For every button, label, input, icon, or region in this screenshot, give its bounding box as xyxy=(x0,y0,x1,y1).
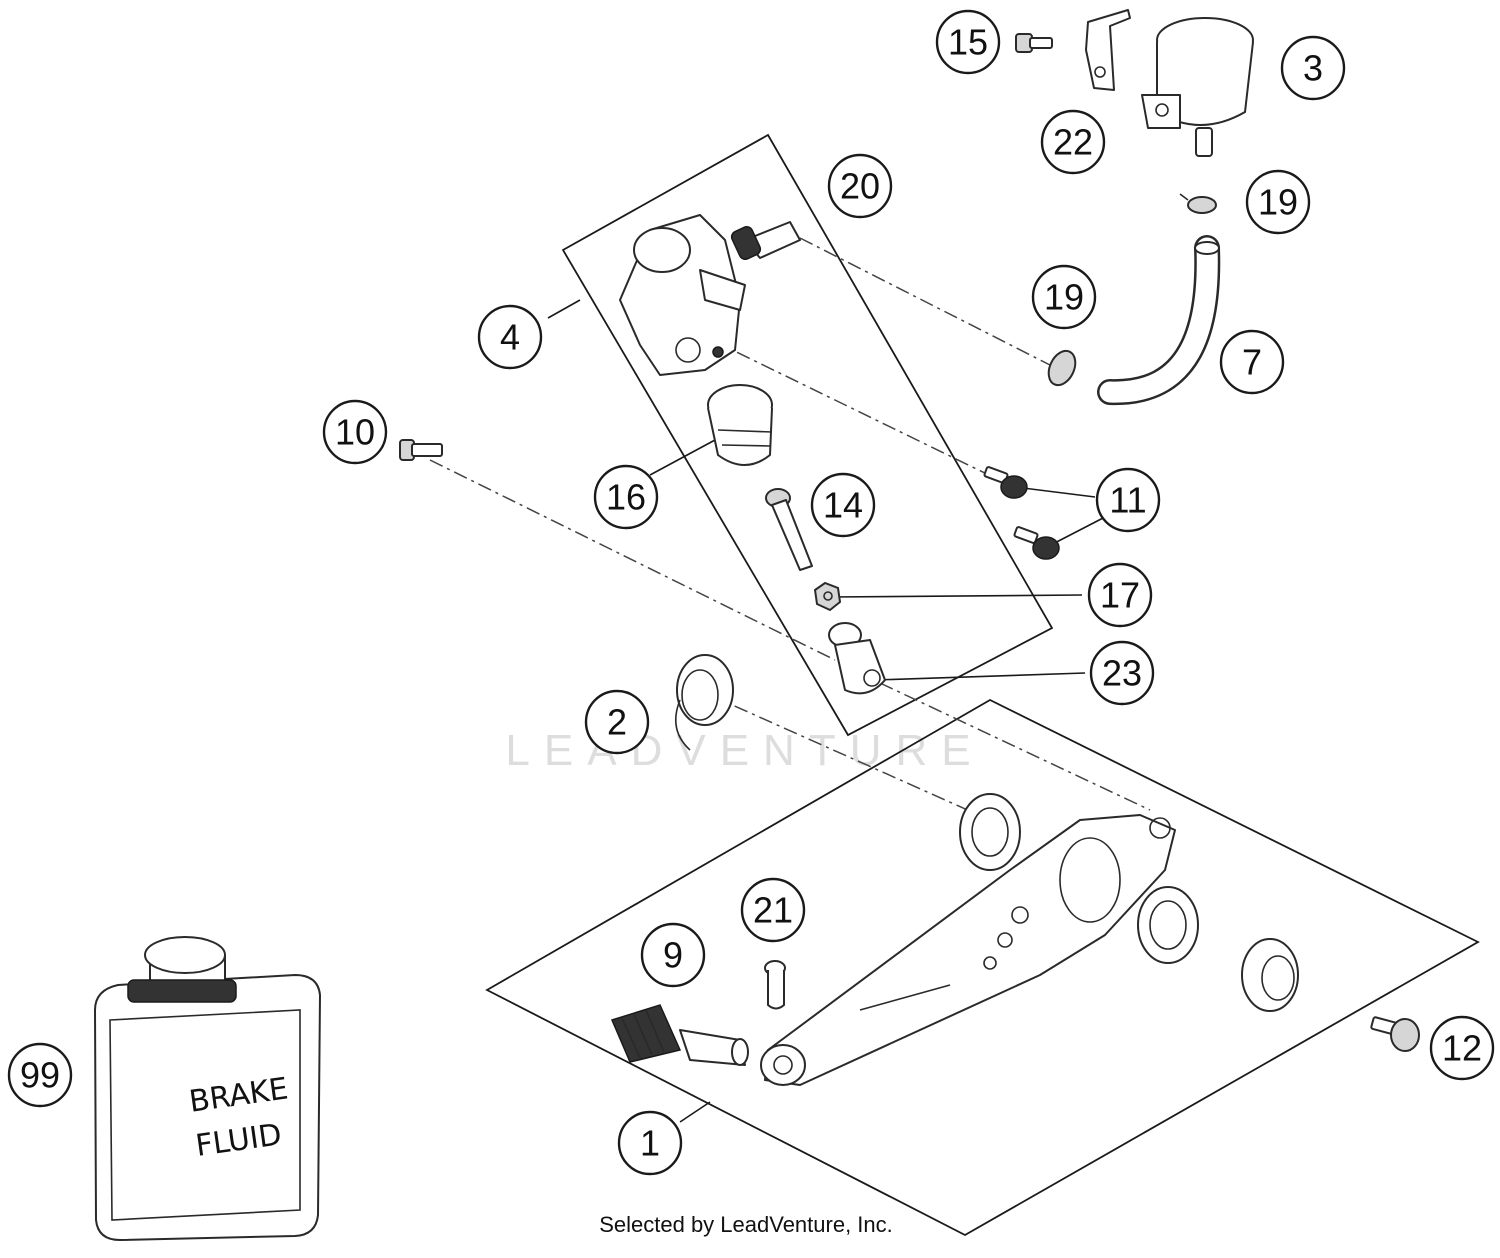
callout-12: 12 xyxy=(1429,1015,1495,1081)
bolt-part-10 xyxy=(399,439,443,461)
master-cylinder-part-4 xyxy=(619,214,801,376)
callout-1: 1 xyxy=(617,1110,683,1176)
spring-pin-part-9 xyxy=(610,1004,749,1066)
bolts-part-11 xyxy=(983,466,1060,560)
svg-text:22: 22 xyxy=(1053,122,1093,163)
svg-text:17: 17 xyxy=(1100,575,1140,616)
callout-21: 21 xyxy=(740,877,806,943)
assembly-frame-master-cylinder xyxy=(561,133,1054,737)
callout-9: 9 xyxy=(640,922,706,988)
callout-7: 7 xyxy=(1219,329,1285,395)
callout-11: 11 xyxy=(1095,467,1161,533)
callout-23: 23 xyxy=(1089,640,1155,706)
bracket-part-22 xyxy=(1085,9,1131,91)
svg-text:20: 20 xyxy=(840,166,880,207)
svg-text:19: 19 xyxy=(1044,277,1084,318)
svg-text:4: 4 xyxy=(500,317,520,358)
svg-text:12: 12 xyxy=(1442,1028,1482,1069)
svg-text:9: 9 xyxy=(663,935,683,976)
svg-text:1: 1 xyxy=(640,1123,660,1164)
hose-clamp-part-19a xyxy=(1179,193,1217,214)
svg-text:21: 21 xyxy=(753,890,793,931)
callout-19-upper: 19 xyxy=(1245,169,1311,235)
callout-3: 3 xyxy=(1280,35,1346,101)
callout-14: 14 xyxy=(810,472,876,538)
assembly-frame-brake-pedal xyxy=(485,698,1480,1237)
callout-2: 2 xyxy=(584,689,650,755)
svg-text:15: 15 xyxy=(948,22,988,63)
boot-part-16 xyxy=(707,384,773,466)
svg-text:14: 14 xyxy=(823,485,863,526)
bolt-part-12 xyxy=(1370,1016,1420,1052)
spring-part-2 xyxy=(674,654,734,751)
bushing xyxy=(1241,938,1299,1012)
svg-text:23: 23 xyxy=(1102,653,1142,694)
reservoir-part-3 xyxy=(1141,17,1254,157)
leader-lines xyxy=(547,299,1106,1123)
bolt-part-15 xyxy=(1015,33,1053,53)
svg-text:2: 2 xyxy=(607,702,627,743)
svg-text:16: 16 xyxy=(606,477,646,518)
callout-15: 15 xyxy=(935,9,1001,75)
callout-17: 17 xyxy=(1087,562,1153,628)
pushrod-part-14 xyxy=(765,488,813,571)
bolt-part-21 xyxy=(764,960,786,1010)
brake-fluid-bottle-part-99: BRAKE FLUID xyxy=(94,936,321,1241)
hose-part-7 xyxy=(1097,235,1221,406)
callout-20: 20 xyxy=(827,153,893,219)
credit-text: Selected by LeadVenture, Inc. xyxy=(599,1212,893,1237)
hose-clamp-part-19b xyxy=(1047,349,1077,387)
nut-part-17 xyxy=(813,581,842,612)
seal-ring-lower xyxy=(1137,886,1199,964)
callout-19-lower: 19 xyxy=(1031,264,1097,330)
clevis-part-23 xyxy=(828,622,886,695)
svg-text:7: 7 xyxy=(1242,342,1262,383)
callout-16: 16 xyxy=(593,464,659,530)
svg-text:3: 3 xyxy=(1303,48,1323,89)
watermark-text: LEADVENTURE xyxy=(505,726,984,775)
callout-99: 99 xyxy=(7,1042,73,1108)
svg-text:10: 10 xyxy=(335,412,375,453)
callout-10: 10 xyxy=(322,399,388,465)
callout-22: 22 xyxy=(1040,109,1106,175)
svg-text:11: 11 xyxy=(1109,480,1146,521)
callout-4: 4 xyxy=(477,304,543,370)
seal-ring-upper xyxy=(959,793,1021,871)
brake-pedal-part-1 xyxy=(760,814,1176,1086)
svg-text:99: 99 xyxy=(20,1055,60,1096)
svg-text:19: 19 xyxy=(1258,182,1298,223)
